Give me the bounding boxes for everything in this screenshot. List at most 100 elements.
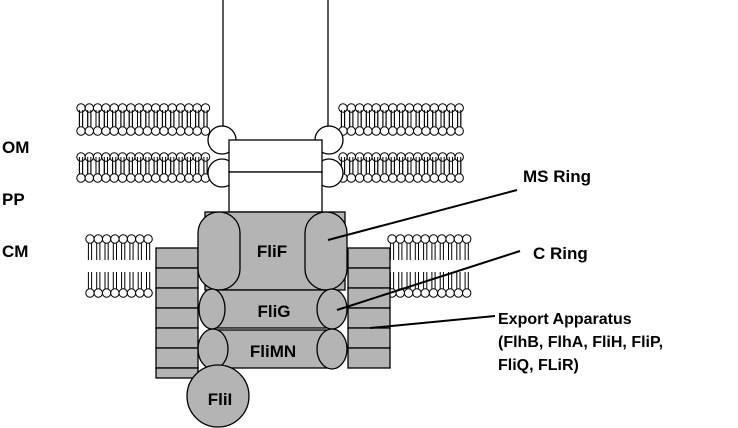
- lipid: [109, 157, 119, 183]
- lipid: [413, 103, 423, 129]
- lipid: [420, 272, 430, 298]
- lipid: [101, 103, 111, 129]
- lipid: [437, 110, 448, 136]
- lipid: [428, 234, 439, 260]
- lipid: [134, 110, 144, 136]
- lipid: [445, 234, 455, 260]
- lipid: [76, 157, 86, 183]
- lipid: [354, 103, 365, 129]
- lipid: [388, 110, 398, 136]
- lipid: [184, 157, 194, 183]
- flig-c-ring: [198, 288, 348, 330]
- export-apparatus-line3: FliQ, FLiR): [498, 357, 579, 374]
- lipid: [429, 157, 439, 183]
- lipid: [151, 103, 161, 129]
- lipid: [395, 272, 405, 298]
- lipid: [126, 272, 137, 298]
- lipid: [175, 157, 186, 183]
- export-apparatus-line1: Export Apparatus: [498, 311, 632, 328]
- c-ring-label: C Ring: [533, 244, 588, 263]
- lipid: [167, 103, 178, 129]
- lipid: [118, 234, 128, 260]
- lipid: [412, 234, 422, 260]
- flif-label: FliF: [257, 242, 287, 261]
- lipid: [192, 110, 202, 136]
- lipid: [379, 103, 390, 129]
- lipid: [151, 110, 161, 136]
- lipid: [101, 234, 112, 260]
- flagellar-shaft: [222, 0, 329, 128]
- membrane-lipid-bilayers: [76, 103, 472, 298]
- lipid: [92, 110, 103, 136]
- lipid: [110, 234, 120, 260]
- lipid: [371, 103, 381, 129]
- lipid: [379, 110, 390, 136]
- lipid: [454, 110, 464, 136]
- lipid: [101, 272, 112, 298]
- lipid: [142, 157, 153, 183]
- lipid: [126, 110, 136, 136]
- flif-ms-ring: [197, 211, 348, 291]
- lipid: [453, 272, 464, 298]
- lipid: [421, 103, 431, 129]
- lipid: [117, 103, 128, 129]
- lipid: [446, 103, 456, 129]
- lipid: [159, 103, 169, 129]
- pp-label: PP: [2, 190, 25, 209]
- lipid: [200, 110, 211, 136]
- lipid: [396, 103, 406, 129]
- lipid: [437, 103, 448, 129]
- lipid: [404, 103, 415, 129]
- lipid: [354, 157, 365, 183]
- lipid: [462, 234, 472, 260]
- lipid: [454, 103, 464, 129]
- lipid: [101, 110, 111, 136]
- lipid: [420, 234, 430, 260]
- lipid: [93, 272, 104, 298]
- lipid: [354, 110, 365, 136]
- lipid: [85, 272, 95, 298]
- lipid: [143, 272, 153, 298]
- lipid: [109, 103, 119, 129]
- lipid: [117, 110, 128, 136]
- lipid: [85, 234, 95, 260]
- flig-label: FliG: [257, 302, 290, 321]
- lipid: [84, 103, 95, 129]
- om-label: OM: [2, 138, 29, 157]
- lipid: [134, 103, 144, 129]
- flimn-c-ring: [197, 328, 348, 370]
- lipid: [403, 272, 414, 298]
- rod: [228, 139, 323, 213]
- lipid: [159, 110, 169, 136]
- flimn-label: FliMN: [250, 342, 296, 361]
- lipid: [453, 234, 464, 260]
- lipid: [175, 110, 186, 136]
- lipid: [135, 272, 145, 298]
- lipid: [192, 103, 202, 129]
- lipid: [437, 234, 447, 260]
- export-apparatus-left: [155, 247, 199, 379]
- lipid: [84, 157, 95, 183]
- lipid: [403, 234, 414, 260]
- lipid: [126, 103, 136, 129]
- lipid: [167, 110, 178, 136]
- lipid: [446, 157, 456, 183]
- lipid: [142, 103, 153, 129]
- lipid: [92, 103, 103, 129]
- leader-lines: [327, 189, 521, 329]
- lipid: [421, 110, 431, 136]
- lipid: [76, 110, 86, 136]
- lipid: [76, 103, 86, 129]
- lipid: [135, 234, 145, 260]
- lipid: [126, 234, 137, 260]
- lipid: [404, 157, 415, 183]
- lipid: [371, 110, 381, 136]
- lipid: [446, 110, 456, 136]
- lipid: [428, 272, 439, 298]
- lipid: [117, 157, 128, 183]
- lipid: [404, 110, 415, 136]
- flii-label: FliI: [208, 390, 233, 409]
- lipid: [413, 110, 423, 136]
- lipid: [346, 103, 356, 129]
